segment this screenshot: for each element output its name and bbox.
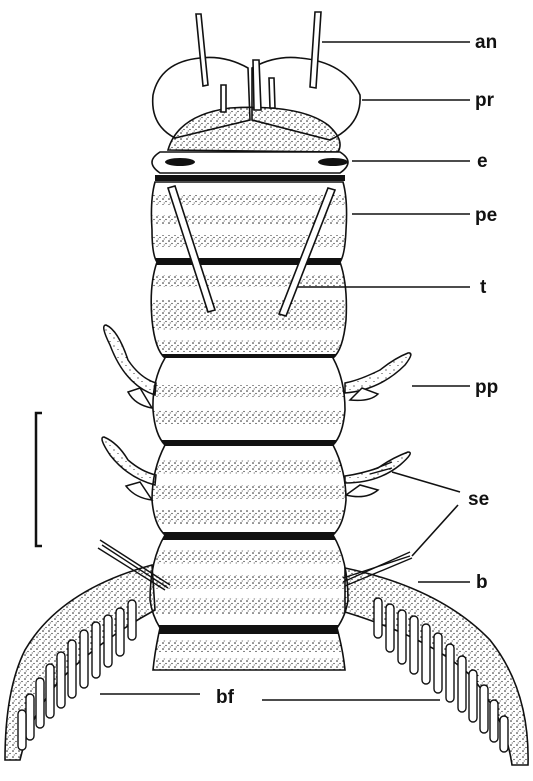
label-pr: pr [475,90,495,111]
branchia-left [5,565,155,760]
label-t: t [480,277,487,298]
eye-right-icon [318,158,348,166]
label-pp: pp [475,377,498,398]
label-se: se [468,489,489,510]
branchia-right [345,568,528,765]
label-e: e [477,151,488,172]
label-bf: bf [216,687,235,708]
body-segments [140,182,360,670]
label-an: an [475,32,497,53]
scale-bar [36,413,42,546]
label-pe: pe [475,205,497,226]
eye-left-icon [165,158,195,166]
eye-segment [152,152,348,181]
label-b: b [476,572,488,593]
